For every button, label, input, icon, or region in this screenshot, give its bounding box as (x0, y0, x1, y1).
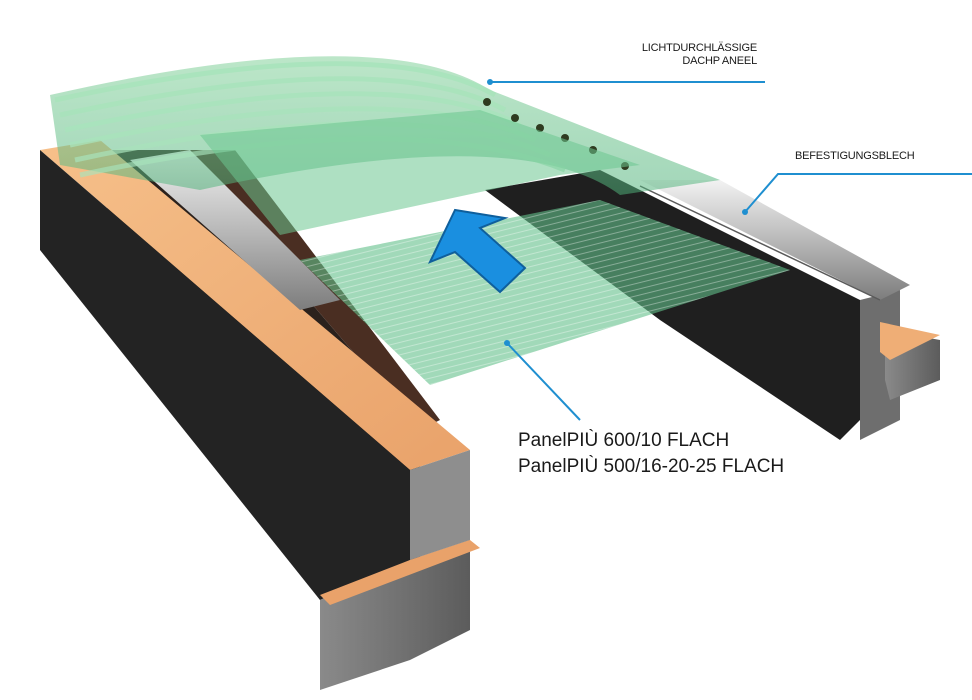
curved-roof-panels (50, 56, 720, 235)
roof-panel-label-line1: LICHTDURCHLÄSSIGE (641, 42, 757, 54)
product-label-line1: PanelPIÙ 600/10 FLACH (518, 430, 730, 451)
roof-panel-label: LICHTDURCHLÄSSIGE DACHP ANEEL (642, 42, 757, 68)
fixing-sheet-label: BEFESTIGUNGSBLECH (795, 150, 915, 162)
roof-panel-label-line2: DACHP ANEEL (682, 55, 757, 67)
direction-arrow (427, 208, 527, 294)
flat-polycarbonate-panel (300, 200, 790, 385)
leader-lines (487, 79, 972, 421)
left-curb (40, 140, 480, 690)
product-label: PanelPIÙ 600/10 FLACH PanelPIÙ 500/16-20… (518, 428, 784, 480)
product-label-line2: PanelPIÙ 500/16-20-25 FLACH (518, 456, 785, 477)
